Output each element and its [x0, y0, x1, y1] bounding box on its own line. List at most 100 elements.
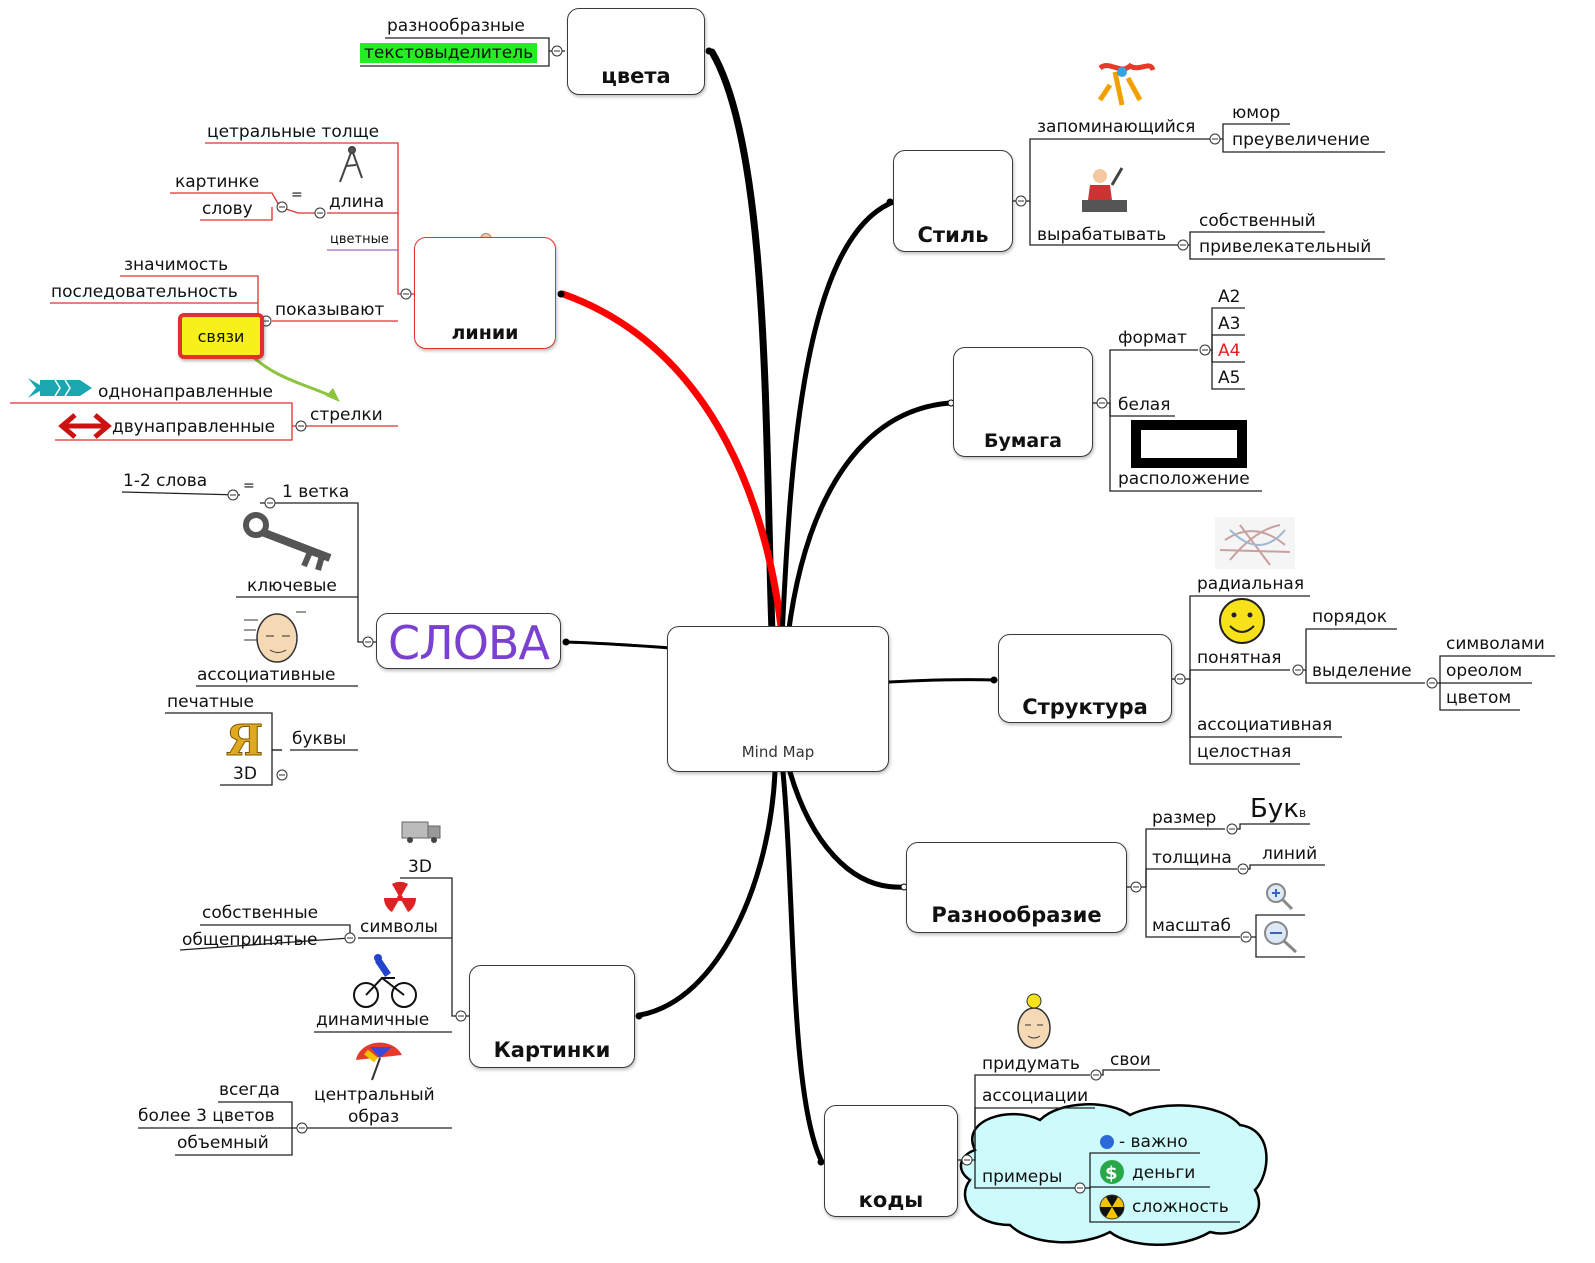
zoom-out-icon: [1264, 921, 1298, 954]
3d-letter-icon: Я: [226, 716, 264, 766]
node-words-title: СЛОВА: [388, 616, 550, 670]
label-common: общепринятые: [182, 930, 318, 950]
node-codes[interactable]: коды: [824, 1105, 958, 1217]
node-variety-title: Разнообразие: [931, 903, 1102, 927]
node-paper[interactable]: Бумага: [953, 347, 1093, 457]
node-pictures-title: Картинки: [493, 1038, 611, 1062]
label-own-pictures: собственные: [202, 903, 319, 923]
label-complexity: сложность: [1132, 1197, 1229, 1217]
label-invent: придумать: [982, 1054, 1080, 1074]
label-size: размер: [1152, 808, 1217, 828]
label-two-way: двунаправленные: [112, 417, 276, 437]
label-central-1: центральный: [314, 1085, 435, 1105]
label-symbols: символы: [360, 917, 438, 937]
label-word: слову: [202, 199, 253, 219]
label-length: длина: [329, 192, 385, 212]
label-a4: A4: [1218, 341, 1241, 361]
label-importance: значимость: [124, 255, 229, 275]
radiation-icon: [383, 881, 417, 912]
label-eq-lines: =: [291, 187, 303, 203]
label-emphasis: выделение: [1312, 661, 1412, 681]
label-3d-words: 3D: [233, 764, 257, 784]
two-way-arrow-icon: [58, 413, 112, 439]
idea-head-icon: [1017, 993, 1051, 1049]
label-thicker: цетральные толще: [207, 122, 380, 142]
ya-glyph: Я: [226, 716, 263, 765]
label-money: деньги: [1132, 1163, 1196, 1183]
label-printed: печатные: [167, 692, 254, 712]
connector-codes: [780, 769, 825, 1165]
label-associative-structure: ассоциативная: [1197, 715, 1333, 735]
info-icon: [1100, 1135, 1114, 1149]
label-central-2: образ: [348, 1107, 400, 1127]
label-order: порядок: [1312, 607, 1387, 627]
label-scale: масштаб: [1152, 916, 1231, 936]
node-structure[interactable]: Структура: [998, 634, 1172, 723]
label-buk: Букв: [1250, 794, 1306, 828]
link-arrow: [246, 350, 336, 400]
label-picture: картинке: [175, 172, 260, 192]
label-own-codes: свои: [1110, 1050, 1151, 1070]
label-eq-words: =: [243, 478, 255, 494]
label-one-branch: 1 ветка: [282, 482, 350, 502]
label-develop: вырабатывать: [1037, 225, 1167, 245]
label-halo: ореолом: [1446, 661, 1523, 681]
head-icon: [244, 611, 306, 663]
label-varied: разнообразные: [387, 16, 525, 36]
label-color: цветом: [1446, 688, 1512, 708]
node-colors[interactable]: цвета: [567, 8, 705, 95]
label-colored: цветные: [330, 232, 389, 247]
label-3d-pictures: 3D: [408, 857, 432, 877]
center-node[interactable]: Mind Map: [667, 626, 889, 772]
label-important: - важно: [1119, 1132, 1188, 1152]
connector-dots: [557, 47, 998, 1166]
key-icon: [243, 512, 332, 571]
node-lines[interactable]: линии: [414, 237, 556, 349]
node-style-title: Стиль: [917, 223, 989, 247]
links-node[interactable]: связи: [178, 313, 264, 359]
landscape-frame-icon: [1131, 420, 1247, 468]
label-one-two-words: 1-2 слова: [123, 471, 208, 491]
jester-icon: [1097, 62, 1156, 106]
dollar-icon: [1100, 1160, 1124, 1184]
label-format: формат: [1118, 328, 1187, 348]
connector-lines: [559, 290, 786, 640]
main-connectors: [559, 48, 998, 1165]
node-structure-title: Структура: [1022, 695, 1148, 719]
node-colors-title: цвета: [601, 64, 671, 88]
label-radial: радиальная: [1197, 574, 1305, 594]
label-buk-sub: в: [1298, 806, 1307, 820]
label-buk-main: Бук: [1250, 794, 1299, 824]
label-key: ключевые: [247, 576, 337, 596]
label-dynamic: динамичные: [316, 1010, 430, 1030]
label-white: белая: [1118, 395, 1171, 415]
label-layout: расположение: [1118, 469, 1250, 489]
label-one-way: однонаправленные: [98, 382, 273, 402]
connector-paper: [785, 400, 953, 639]
zoom-in-icon: [1266, 883, 1294, 911]
label-arrows: стрелки: [310, 405, 383, 425]
label-a3: A3: [1218, 314, 1241, 334]
label-whole: целостная: [1197, 742, 1292, 762]
node-variety[interactable]: Разнообразие: [906, 842, 1127, 933]
connector-pictures: [637, 769, 778, 1018]
label-attractive: привелекательный: [1199, 237, 1372, 257]
compass-icon: [339, 146, 363, 183]
label-examples: примеры: [982, 1167, 1063, 1187]
label-highlighter: текстовыделитель: [360, 43, 538, 63]
node-words[interactable]: СЛОВА: [376, 613, 561, 670]
node-pictures[interactable]: Картинки: [469, 965, 635, 1068]
collapse-minus: [230, 50, 1435, 1189]
node-style[interactable]: Стиль: [893, 150, 1013, 252]
node-codes-title: коды: [858, 1188, 924, 1212]
connector-variety: [787, 769, 906, 890]
label-show: показывают: [275, 300, 385, 320]
umbrella-icon: [356, 1042, 402, 1081]
label-lines-variety: линий: [1262, 844, 1318, 864]
label-a2: A2: [1218, 287, 1241, 307]
smiley-icon: [1219, 598, 1265, 644]
label-symbols-structure: символами: [1446, 634, 1545, 654]
label-a5: A5: [1218, 368, 1241, 388]
cyclist-icon: [353, 954, 417, 1008]
label-always: всегда: [219, 1080, 280, 1100]
